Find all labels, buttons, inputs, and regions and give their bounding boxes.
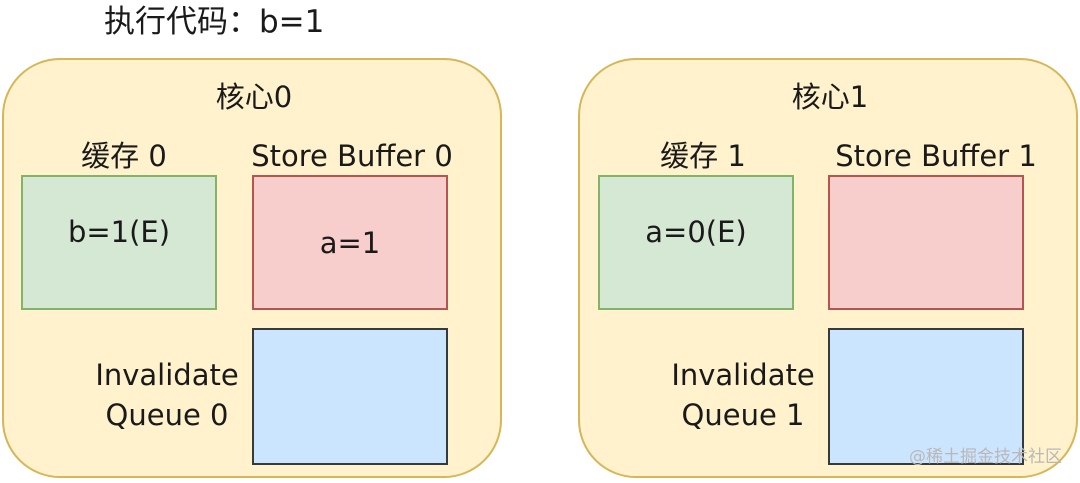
core-0-invalidate-queue-label-line2: Queue 0: [105, 398, 229, 432]
core-0-container: 核心0 缓存 0 Store Buffer 0 b=1(E) a=1 Inval…: [2, 58, 502, 478]
core-0-title: 核心0: [215, 80, 293, 114]
executed-code-title: 执行代码：b=1: [104, 4, 325, 40]
core-0-store-buffer-label: Store Buffer 0: [251, 139, 453, 173]
core-1-title: 核心1: [791, 80, 869, 114]
core-1-store-buffer-label: Store Buffer 1: [835, 139, 1037, 173]
core-1-cache-label: 缓存 1: [660, 139, 746, 173]
core-0-cache-label: 缓存 0: [81, 139, 167, 173]
core-0-cache-box: b=1(E): [21, 175, 217, 310]
core-1-container: 核心1 缓存 1 Store Buffer 1 a=0(E) Invalidat…: [578, 58, 1078, 478]
core-1-store-buffer-box: [828, 175, 1024, 310]
core-0-store-buffer-value: a=1: [319, 225, 381, 260]
core-1-invalidate-queue-label-line1: Invalidate: [671, 358, 815, 392]
core-1-invalidate-queue-box: [828, 328, 1024, 465]
core-1-cache-box: a=0(E): [598, 175, 794, 310]
watermark: @稀土掘金技术社区: [909, 447, 1062, 467]
core-1-invalidate-queue-label-line2: Queue 1: [681, 398, 805, 432]
core-1-cache-value: a=0(E): [645, 215, 747, 249]
core-0-cache-value: b=1(E): [67, 215, 171, 249]
core-0-invalidate-queue-box: [252, 328, 448, 465]
core-0-store-buffer-box: a=1: [252, 175, 448, 310]
core-0-invalidate-queue-label-line1: Invalidate: [95, 358, 239, 392]
